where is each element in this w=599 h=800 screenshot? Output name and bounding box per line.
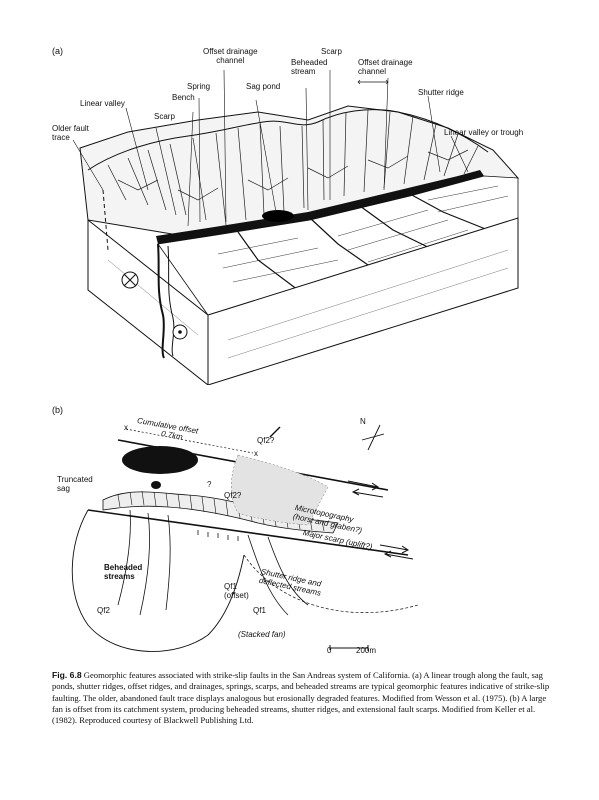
block-diagram-fault-zone — [72, 69, 519, 385]
caption-text: Geomorphic features associated with stri… — [52, 670, 550, 726]
motion-toward-symbol — [172, 324, 188, 340]
label-scarp-top: Scarp — [321, 47, 342, 56]
caption-figure-label: Fig. 6.8 — [52, 670, 82, 680]
label-north: N — [360, 417, 366, 426]
label-qf2-bottom: Qf2 — [97, 606, 110, 615]
label-linear-valley-or-trough: Linear valley or trough — [444, 128, 524, 137]
scale-label-200m: 200m — [356, 646, 377, 655]
panel-b-tag: (b) — [52, 405, 63, 415]
label-qf2-mid: Qf2? — [224, 491, 242, 500]
label-stacked-fan: (Stacked fan) — [238, 630, 286, 639]
label-bench: Bench — [172, 93, 195, 102]
scale-label-0: 0 — [327, 646, 332, 655]
label-offset-drainage-channel-2: Offset drainage channel — [358, 58, 413, 76]
label-older-fault-trace: Older fault trace — [52, 124, 89, 142]
label-beheaded-streams: Beheaded streams — [104, 563, 143, 581]
label-qf2-top: Qf2? — [257, 436, 275, 445]
label-x-mark-2: x — [254, 449, 258, 458]
label-qf1-offset: Qf1 (offset) — [224, 582, 249, 600]
label-question-mark: ? — [207, 480, 212, 489]
label-beheaded-stream: Beheaded stream — [291, 58, 328, 76]
label-shutter-ridge: Shutter ridge — [418, 88, 464, 97]
label-offset-drainage-channel-1: Offset drainage channel — [203, 47, 258, 65]
label-sag-pond: Sag pond — [246, 82, 281, 91]
label-linear-valley: Linear valley — [80, 99, 125, 108]
panel-a-tag: (a) — [52, 46, 63, 56]
figure-caption: Fig. 6.8 Geomorphic features associated … — [52, 670, 557, 726]
label-x-mark-1: x — [124, 423, 128, 432]
label-qf1: Qf1 — [253, 606, 266, 615]
label-truncated-sag: Truncated sag — [57, 475, 93, 493]
fan-offset-map — [71, 424, 419, 652]
motion-away-symbol — [121, 271, 139, 289]
label-scarp-left: Scarp — [154, 112, 175, 121]
label-spring: Spring — [187, 82, 211, 91]
